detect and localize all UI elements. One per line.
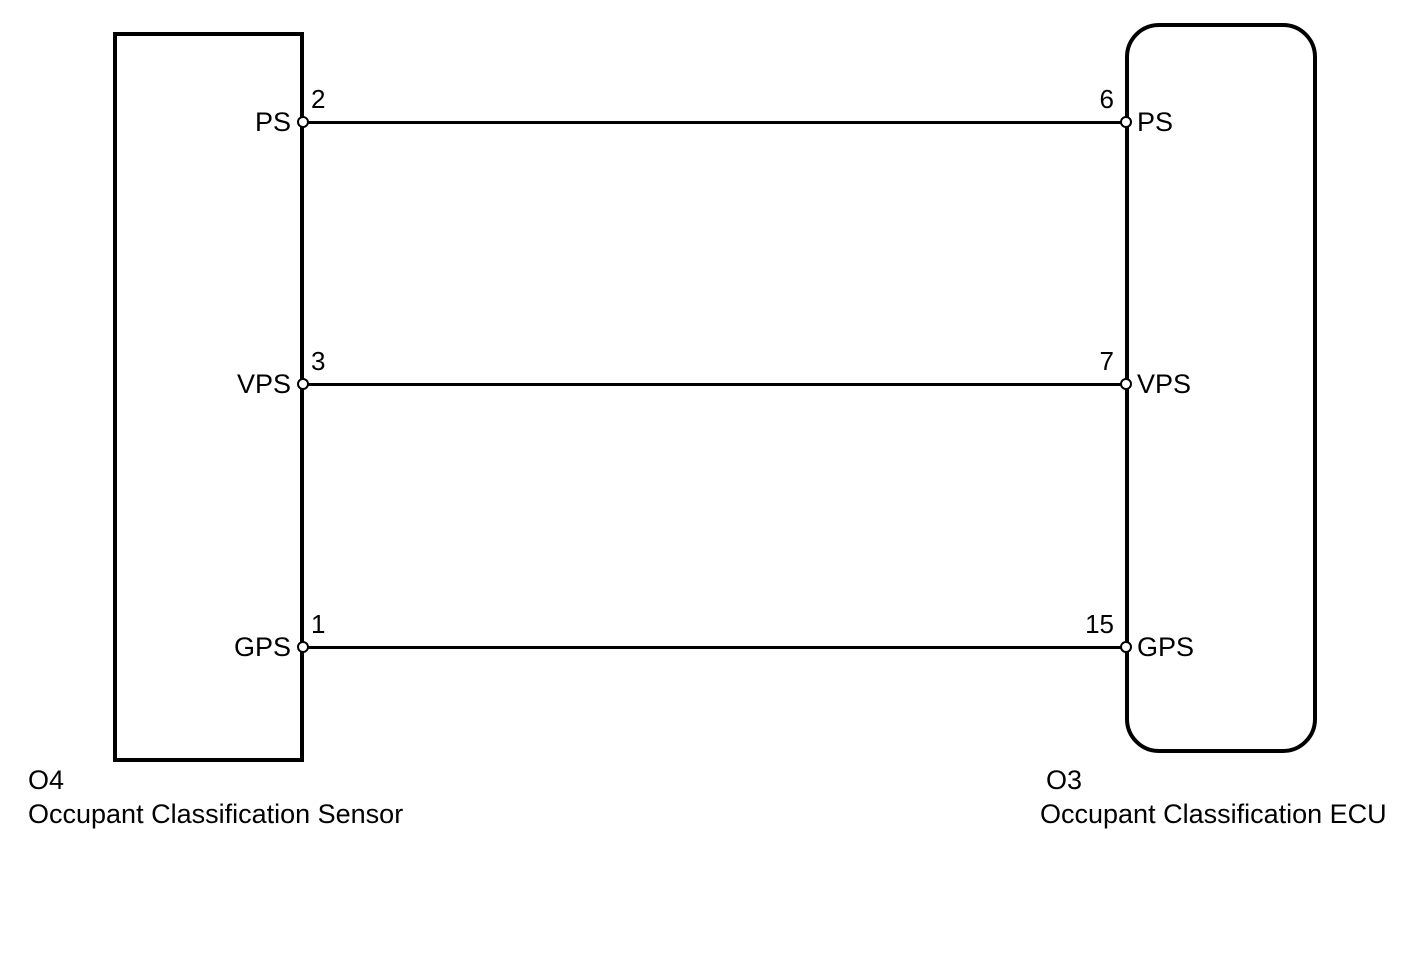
sensor-pin-label-vps: VPS [236, 369, 291, 399]
ecu-pin-label-vps: VPS [1137, 369, 1192, 399]
sensor-pin-number-vps: 3 [311, 346, 326, 376]
ecu-terminal-gps [1119, 640, 1132, 653]
sensor-terminal-vps [296, 377, 309, 390]
wire-ps [303, 120, 1126, 124]
ecu-pin-number-vps: 7 [1099, 346, 1114, 376]
ecu-terminal-vps [1119, 377, 1132, 390]
sensor-caption: O4 Occupant Classification Sensor [28, 763, 403, 831]
ecu-pin-label-ps: PS [1137, 107, 1174, 137]
sensor-terminal-ps [296, 115, 309, 128]
ecu-terminal-ps [1119, 115, 1132, 128]
sensor-component-box [113, 32, 304, 762]
ecu-pin-number-gps: 15 [1085, 609, 1114, 639]
sensor-name: Occupant Classification Sensor [28, 799, 404, 829]
sensor-id: O4 [28, 765, 65, 795]
sensor-pin-label-gps: GPS [233, 632, 291, 662]
ecu-pin-label-gps: GPS [1137, 632, 1195, 662]
ecu-caption: O3 Occupant Classification ECU [1040, 763, 1387, 831]
ecu-name: Occupant Classification ECU [1040, 799, 1387, 829]
wire-vps [303, 382, 1126, 386]
sensor-terminal-gps [296, 640, 309, 653]
ecu-id: O3 [1046, 765, 1083, 795]
wire-gps [303, 645, 1126, 649]
ecu-pin-number-ps: 6 [1099, 84, 1114, 114]
sensor-pin-number-gps: 1 [311, 609, 326, 639]
sensor-pin-number-ps: 2 [311, 84, 326, 114]
sensor-pin-label-ps: PS [254, 107, 291, 137]
